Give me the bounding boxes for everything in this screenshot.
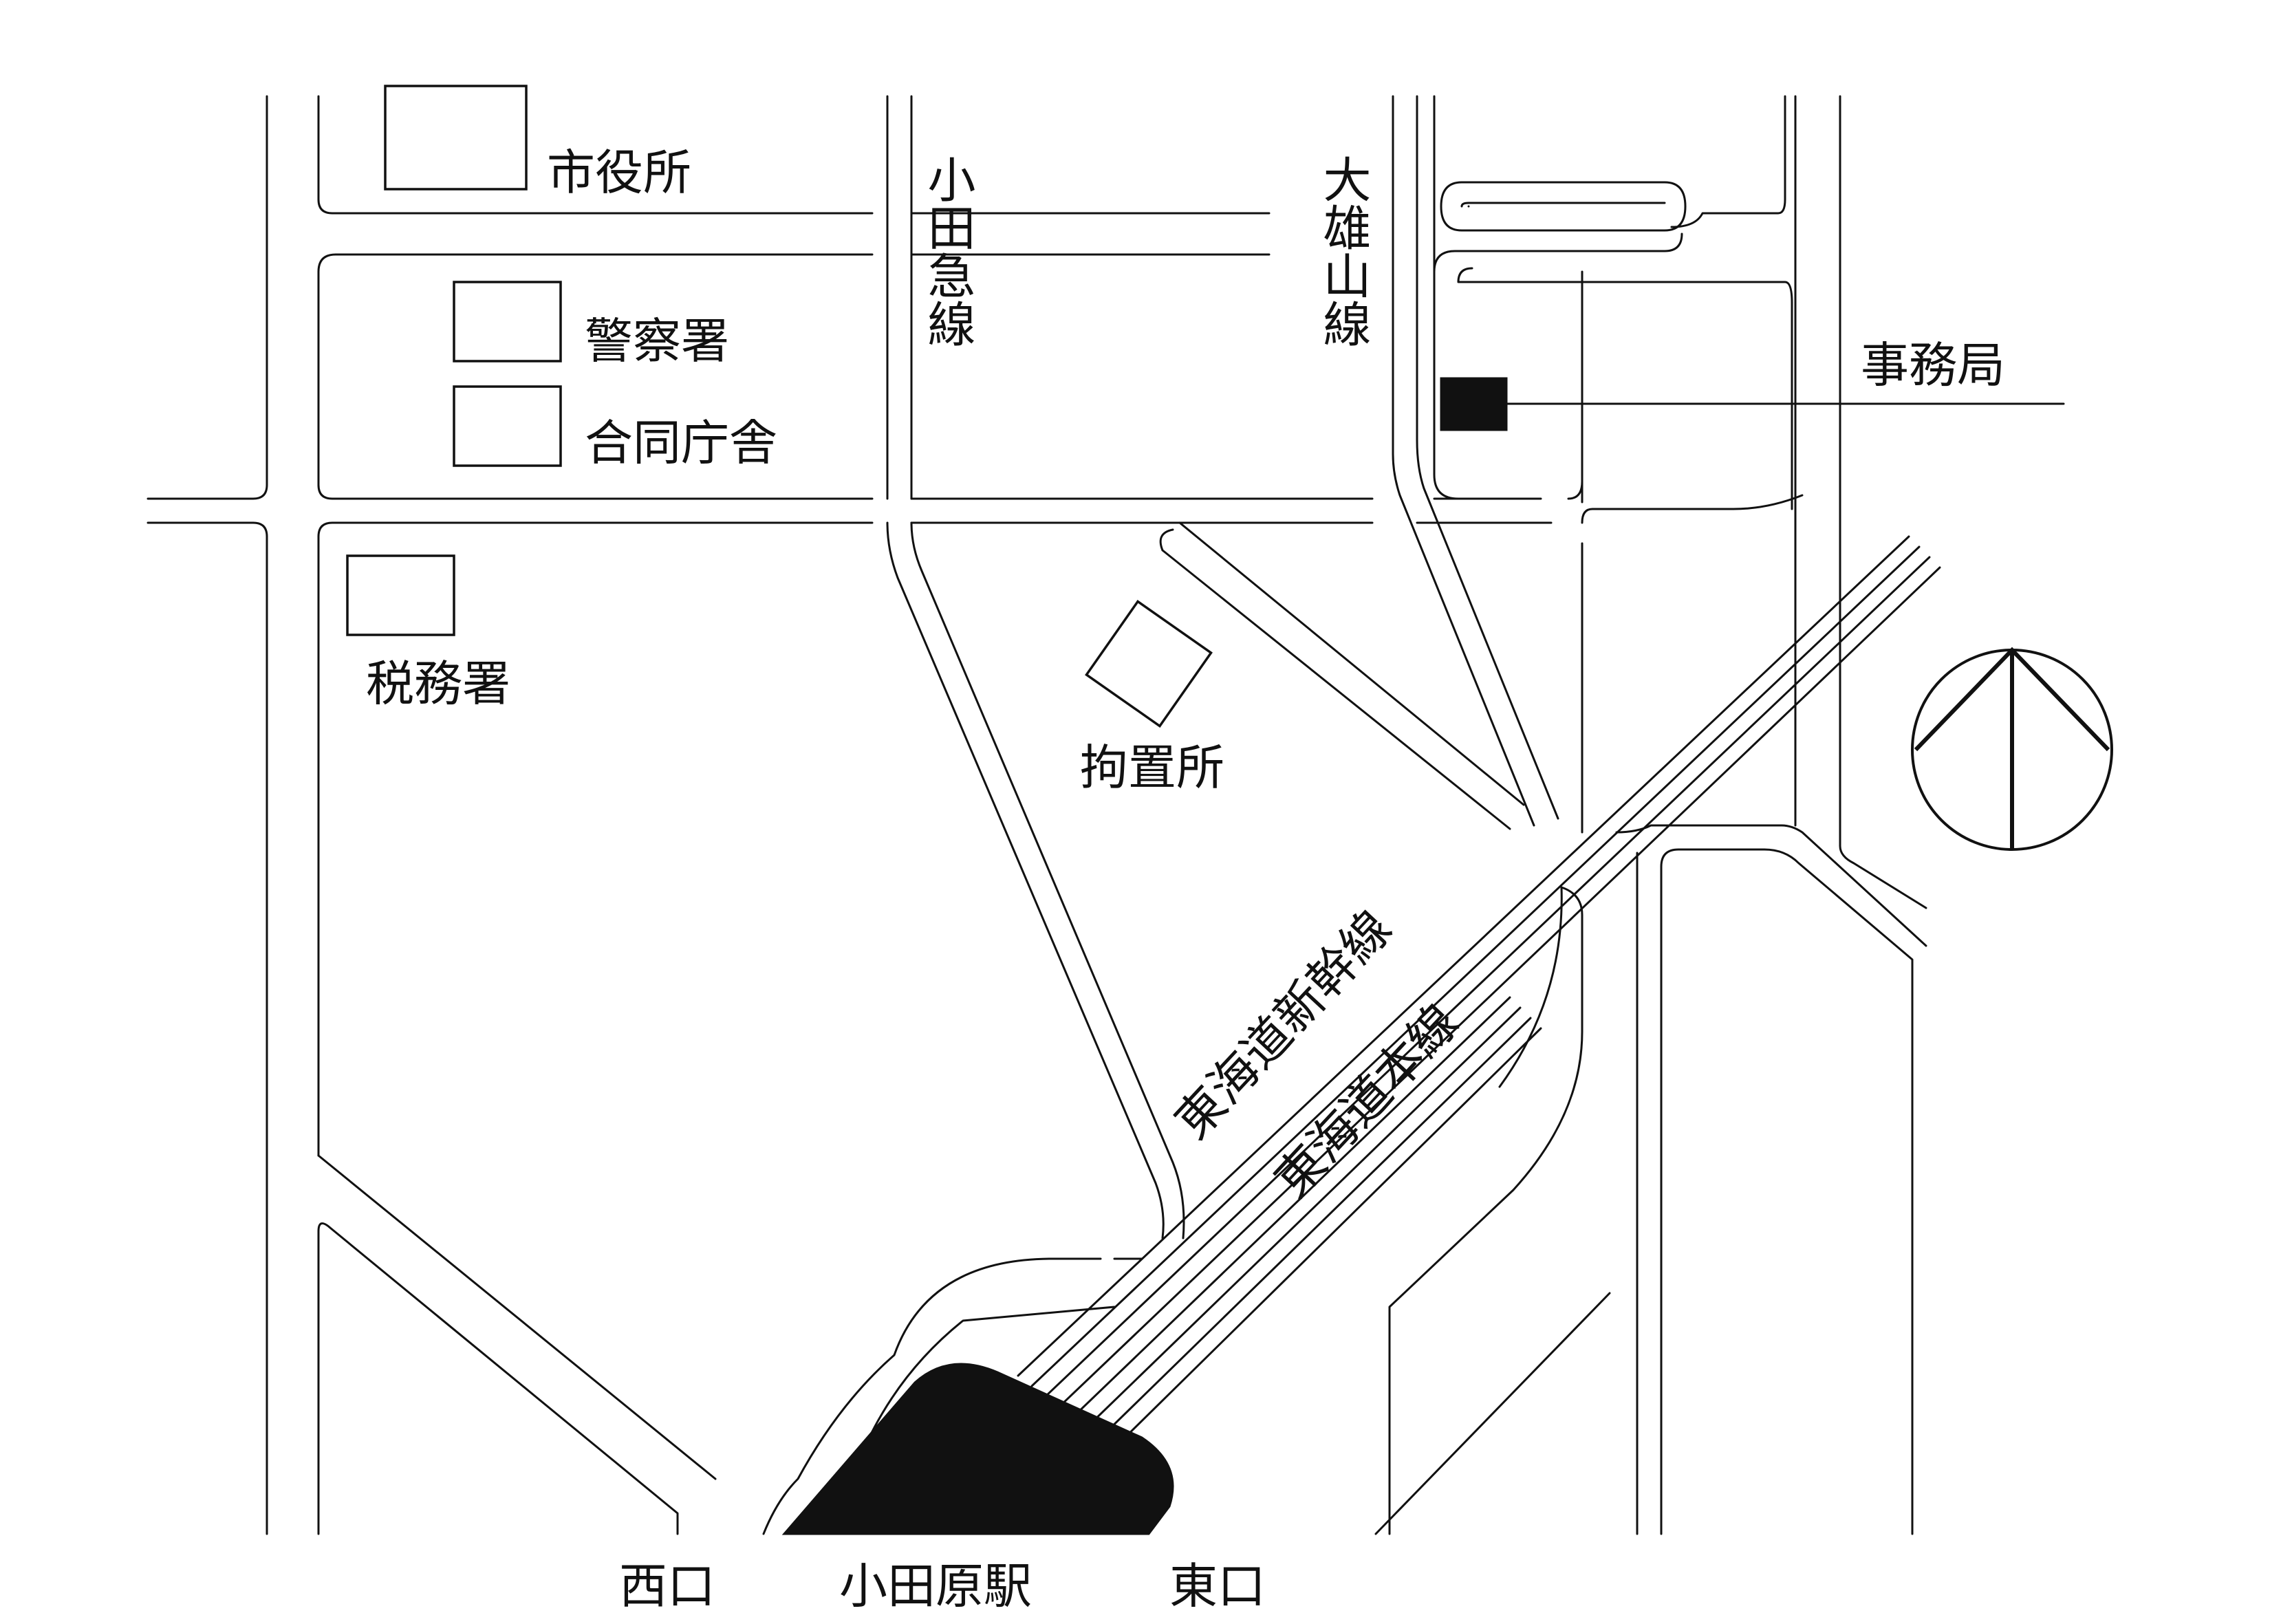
label-city-hall: 市役所 xyxy=(547,144,691,201)
label-east-exit: 東口 xyxy=(1169,1558,1266,1614)
label-station: 小田原駅 xyxy=(839,1558,1032,1614)
label-daiyuzan-line: 大雄山線 xyxy=(1315,155,1372,347)
tax-office-building xyxy=(346,554,455,636)
label-odakyu-line: 小田急線 xyxy=(920,155,976,347)
label-police: 警察署 xyxy=(585,313,729,369)
city-hall-building xyxy=(384,85,528,191)
label-detention: 拘置所 xyxy=(1080,739,1224,796)
station-building xyxy=(781,1363,1174,1535)
railway-lines xyxy=(1017,535,1941,1449)
detention-building xyxy=(1085,600,1213,728)
label-secretariat: 事務局 xyxy=(1861,337,2005,393)
north-arrow-icon xyxy=(1911,647,2113,851)
secretariat-marker xyxy=(1440,377,1508,431)
label-tax-office: 税務署 xyxy=(366,656,510,712)
road-network xyxy=(147,95,1927,1535)
police-building xyxy=(453,281,562,362)
label-joint-gov: 合同庁舎 xyxy=(585,415,777,471)
label-west-exit: 西口 xyxy=(619,1558,715,1614)
joint-gov-building xyxy=(453,385,562,467)
